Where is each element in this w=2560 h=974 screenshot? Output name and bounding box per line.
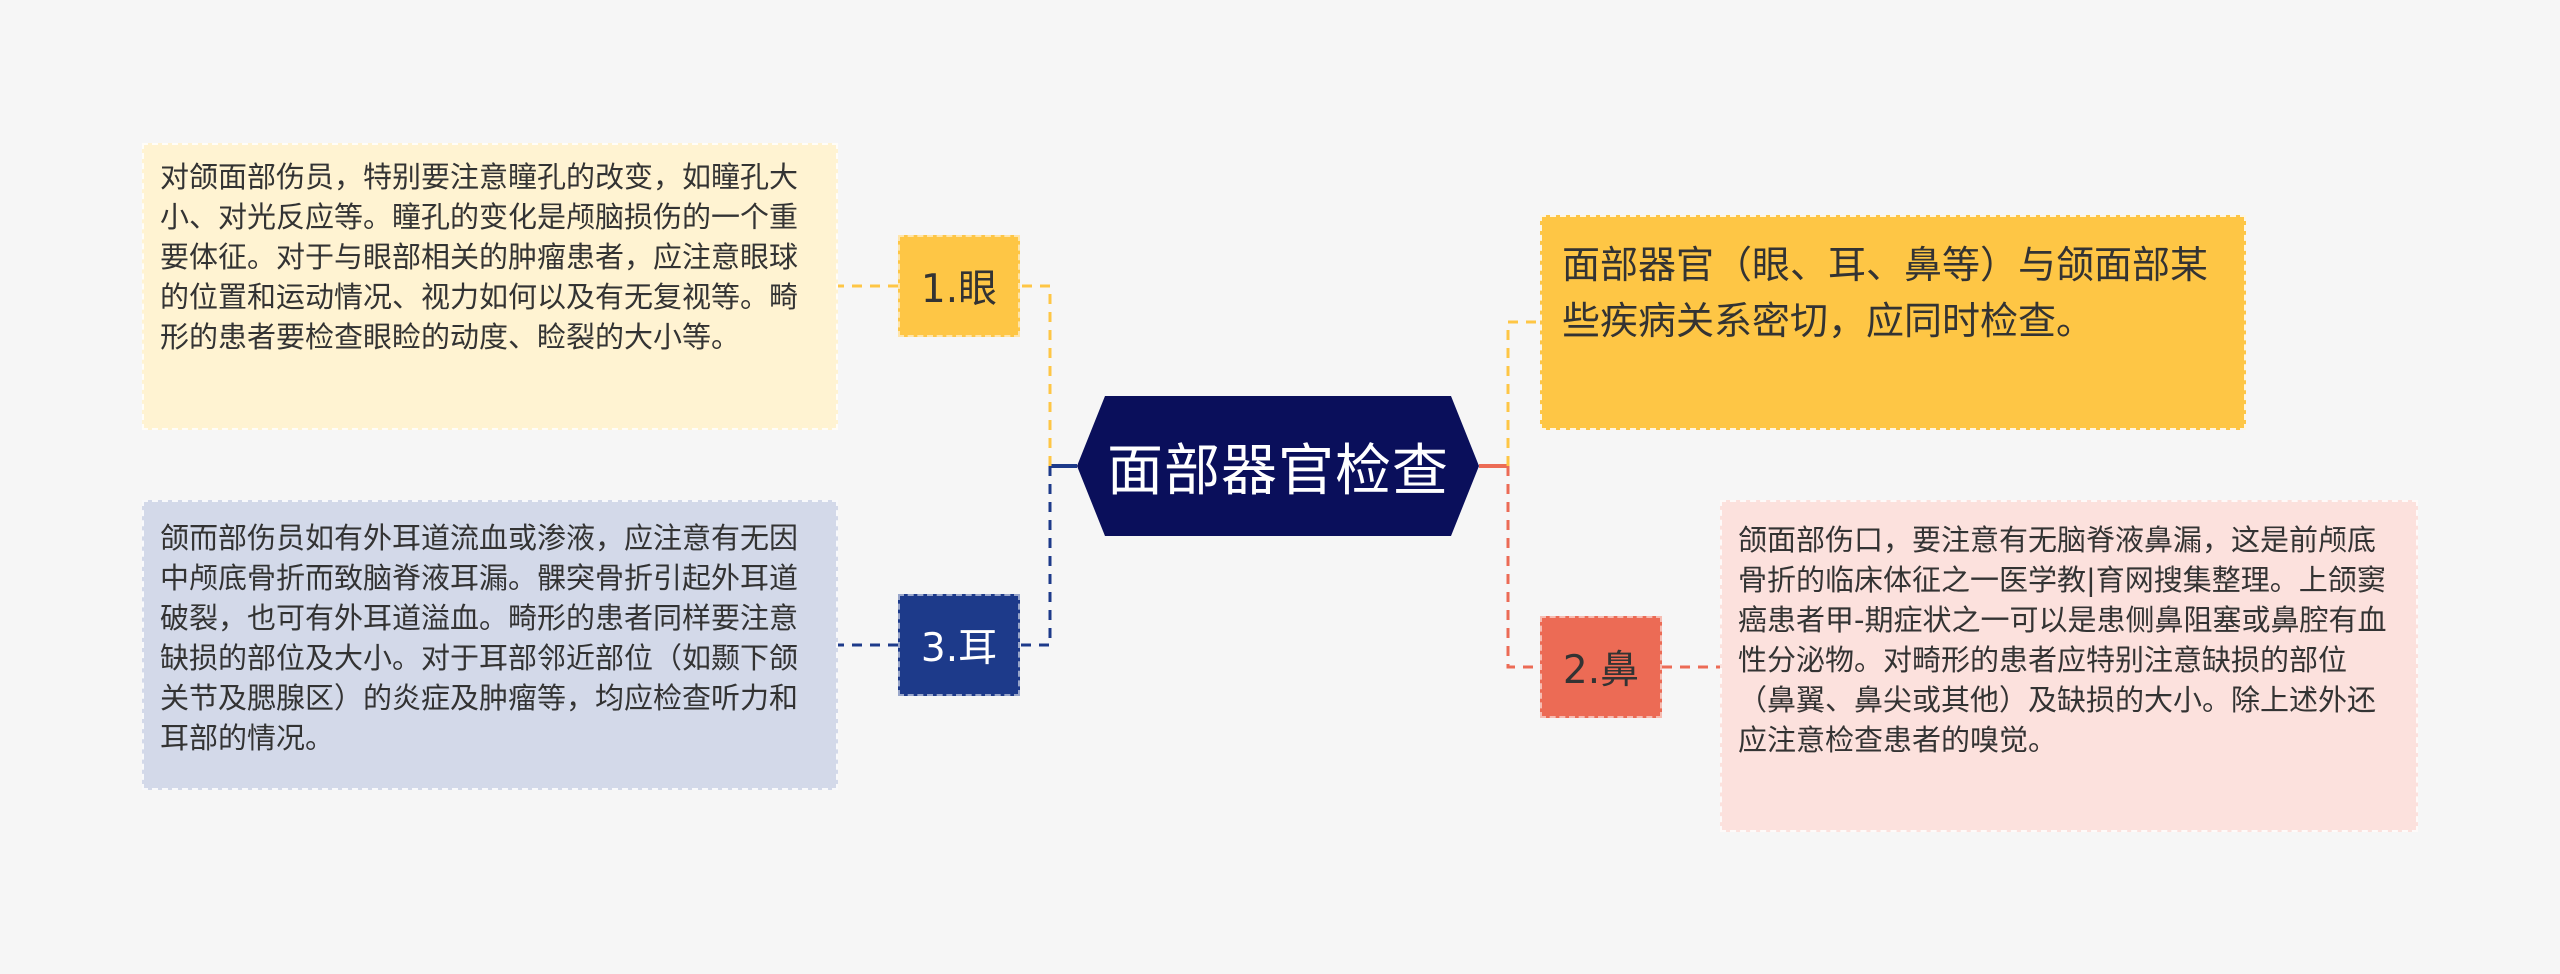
- branch-eye-label: 1.眼: [920, 267, 998, 312]
- connector-to-nose: [1506, 466, 1540, 669]
- note-eye-text: 对颌面部伤员，特别要注意瞳孔的改变，如瞳孔大小、对光反应等。瞳孔的变化是颅脑损伤…: [160, 160, 799, 354]
- central-topic[interactable]: 面部器官检查: [1077, 396, 1479, 536]
- connector-to-ear: [1020, 466, 1052, 647]
- branch-nose-label: 2.鼻: [1562, 648, 1640, 693]
- branch-nose[interactable]: 2.鼻: [1540, 616, 1662, 718]
- note-ear-text: 颌而部伤员如有外耳道流血或渗液，应注意有无因中颅底骨折而致脑脊液耳漏。髁突骨折引…: [160, 521, 799, 755]
- note-nose[interactable]: 颌面部伤口，要注意有无脑脊液鼻漏，这是前颅底骨折的临床体征之一医学教|育网搜集整…: [1720, 500, 2418, 832]
- branch-eye[interactable]: 1.眼: [898, 235, 1020, 337]
- note-ear[interactable]: 颌而部伤员如有外耳道流血或渗液，应注意有无因中颅底骨折而致脑脊液耳漏。髁突骨折引…: [142, 500, 838, 790]
- summary-note-text: 面部器官（眼、耳、鼻等）与颌面部某些疾病关系密切，应同时检查。: [1562, 243, 2209, 343]
- branch-ear[interactable]: 3.耳: [898, 594, 1020, 696]
- note-nose-text: 颌面部伤口，要注意有无脑脊液鼻漏，这是前颅底骨折的临床体征之一医学教|育网搜集整…: [1738, 523, 2387, 757]
- note-eye[interactable]: 对颌面部伤员，特别要注意瞳孔的改变，如瞳孔大小、对光反应等。瞳孔的变化是颅脑损伤…: [142, 143, 838, 430]
- connector-to-eye: [1020, 284, 1052, 466]
- summary-note[interactable]: 面部器官（眼、耳、鼻等）与颌面部某些疾病关系密切，应同时检查。: [1540, 215, 2246, 430]
- central-topic-label: 面部器官检查: [1107, 438, 1449, 504]
- branch-ear-label: 3.耳: [920, 626, 998, 671]
- connector-to-summary: [1506, 320, 1540, 466]
